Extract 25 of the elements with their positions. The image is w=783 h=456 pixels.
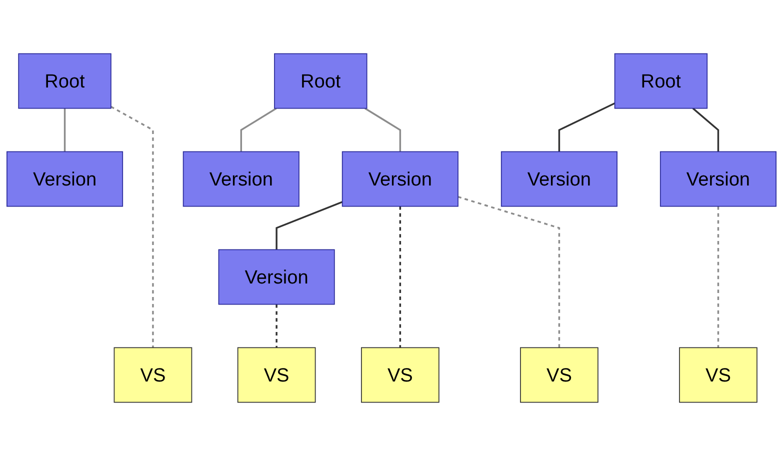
connector: [458, 196, 560, 348]
node-box: Root: [274, 53, 368, 109]
node-box: Version: [500, 151, 618, 207]
node-box: VS: [237, 347, 316, 403]
node-box: Root: [614, 53, 708, 109]
node-box: Version: [342, 151, 458, 207]
connector: [110, 106, 154, 348]
node-box: Root: [18, 53, 112, 109]
node-box: Version: [6, 151, 124, 207]
connector: [64, 108, 66, 152]
connector: [364, 108, 402, 152]
connector: [276, 304, 278, 348]
node-box: VS: [361, 347, 440, 403]
connector: [240, 108, 277, 152]
node-box: VS: [114, 347, 192, 403]
node-box: VS: [520, 347, 598, 403]
connector: [276, 201, 343, 250]
node-box: Version: [660, 151, 776, 207]
connector: [399, 206, 402, 348]
connector: [717, 206, 720, 348]
node-box: VS: [679, 347, 758, 403]
node-box: Version: [218, 249, 335, 305]
connector: [558, 102, 616, 152]
connector: [692, 108, 720, 152]
node-box: Version: [182, 151, 300, 207]
